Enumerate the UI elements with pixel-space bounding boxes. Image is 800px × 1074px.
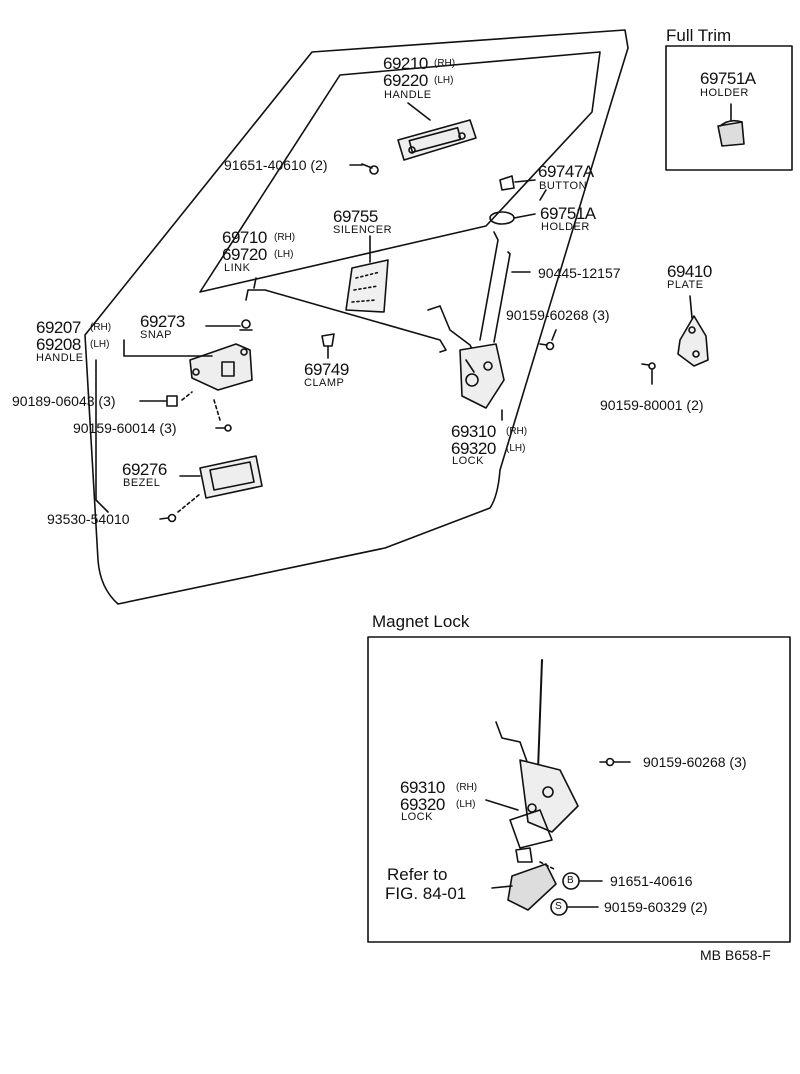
- refer-figure-link[interactable]: FIG. 84-01: [385, 884, 467, 903]
- outer-handle-part: [397, 119, 477, 161]
- full-trim-header: Full Trim: [666, 26, 732, 45]
- bezel-label: BEZEL: [123, 477, 161, 489]
- magnet-lock-label: LOCK: [401, 811, 433, 823]
- inner-handle-label: HANDLE: [36, 352, 84, 364]
- outer-handle-lh-tag: (LH): [434, 75, 454, 86]
- rod-number: 90445-12157: [538, 265, 621, 281]
- outer-handle-label: HANDLE: [384, 89, 432, 101]
- lock-rod-2: [493, 251, 511, 343]
- link-label: LINK: [224, 262, 251, 274]
- button-label: BUTTON: [539, 180, 588, 192]
- bezel-screw-number: 93530-54010: [47, 511, 130, 527]
- magnet-lock-box: [367, 636, 791, 943]
- lock-screw-number: 90159-60268 (3): [506, 307, 610, 323]
- lock-label: LOCK: [452, 455, 484, 467]
- handle-bolt-number: 91651-40610 (2): [224, 157, 328, 173]
- magnet-screw-part: [599, 757, 615, 767]
- clamp-part: [321, 333, 335, 347]
- link-lh-tag: (LH): [274, 249, 294, 260]
- door-outline: [84, 29, 629, 605]
- snap-label: SNAP: [140, 329, 172, 341]
- lock-rh-tag: (RH): [506, 426, 528, 437]
- magnet-lock-rh-number: 69310: [400, 778, 445, 797]
- lock-part: [459, 343, 505, 409]
- bolt-b-number: 91651-40616: [610, 873, 693, 889]
- inner-handle-rh-tag: (RH): [90, 322, 112, 333]
- handle-screw-number: 90159-60014 (3): [73, 420, 177, 436]
- bolt-b-symbol: [562, 872, 580, 890]
- plate-number: 69410: [667, 262, 712, 281]
- inner-handle-part: [189, 343, 253, 391]
- lock-lh-number: 69320: [451, 439, 496, 458]
- snap-part: [239, 319, 253, 331]
- lock-rh-number: 69310: [451, 422, 496, 441]
- full-trim-holder-label: HOLDER: [700, 87, 749, 99]
- handle-bolt-part: [361, 163, 379, 175]
- bezel-screw-part: [159, 513, 177, 523]
- bolt-b-letter: B: [567, 875, 574, 886]
- inner-handle-rh-number: 69207: [36, 318, 81, 337]
- inner-handle-lh-tag: (LH): [90, 339, 110, 350]
- silencer-part: [345, 259, 389, 313]
- lock-screw-part: [539, 341, 555, 351]
- door-window-frame: [199, 51, 601, 293]
- plate-label: PLATE: [667, 279, 704, 291]
- bezel-number: 69276: [122, 460, 167, 479]
- magnet-lock-lh-tag: (LH): [456, 799, 476, 810]
- screw-s-symbol: [550, 898, 568, 916]
- link-rh-tag: (RH): [274, 232, 296, 243]
- holder-number: 69751A: [540, 204, 596, 223]
- plate-part: [677, 315, 709, 367]
- outer-handle-lh-number: 69220: [383, 71, 428, 90]
- lock-rod-1: [479, 231, 499, 341]
- plate-screw-number: 90159-80001 (2): [600, 397, 704, 413]
- link-lh-number: 69720: [222, 245, 267, 264]
- plate-screw-part: [641, 362, 656, 370]
- handle-screw-part: [215, 424, 232, 432]
- diagram-code: MB B658-F: [700, 947, 771, 963]
- magnet-lock-assembly: [495, 659, 579, 911]
- magnet-lock-header: Magnet Lock: [372, 612, 470, 631]
- clamp-label: CLAMP: [304, 377, 345, 389]
- silencer-number: 69755: [333, 207, 378, 226]
- outer-handle-rh-tag: (RH): [434, 58, 456, 69]
- handle-nut-part: [166, 395, 178, 407]
- button-number: 69747A: [538, 162, 594, 181]
- link-rod: [245, 289, 447, 353]
- magnet-lock-lh-number: 69320: [400, 795, 445, 814]
- link-rh-number: 69710: [222, 228, 267, 247]
- button-part: [499, 175, 515, 191]
- full-trim-holder-number: 69751A: [700, 69, 756, 88]
- screw-s-letter: S: [555, 901, 562, 912]
- magnet-lock-rh-tag: (RH): [456, 782, 478, 793]
- snap-number: 69273: [140, 312, 185, 331]
- silencer-label: SILENCER: [333, 224, 393, 236]
- clamp-number: 69749: [304, 360, 349, 379]
- refer-to-text: Refer to: [387, 865, 448, 884]
- holder-label: HOLDER: [541, 221, 590, 233]
- handle-nut-number: 90189-06043 (3): [12, 393, 116, 409]
- full-trim-holder-part: [717, 103, 745, 147]
- full-trim-box: [665, 45, 793, 171]
- bezel-part: [199, 455, 263, 499]
- lock-lh-tag: (LH): [506, 443, 526, 454]
- inner-handle-lh-number: 69208: [36, 335, 81, 354]
- magnet-screw-number: 90159-60268 (3): [643, 754, 747, 770]
- outer-handle-rh-number: 69210: [383, 54, 428, 73]
- screw-s-number: 90159-60329 (2): [604, 899, 708, 915]
